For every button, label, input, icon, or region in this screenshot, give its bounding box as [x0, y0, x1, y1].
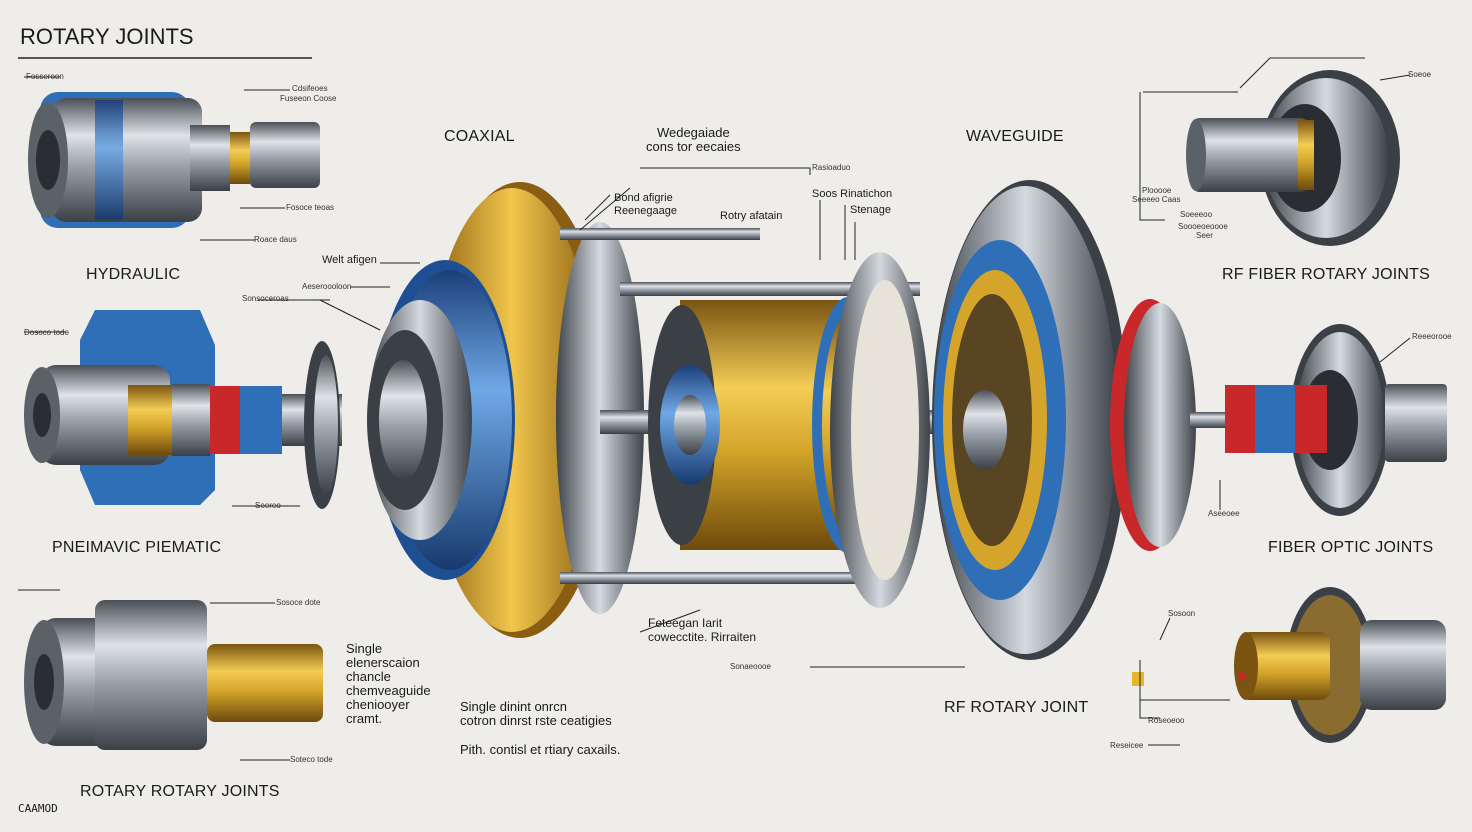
tiny-label: Soteco tode: [290, 755, 333, 764]
callout-feteegan: Feteegan Iarit cowecctite. Rirraiten: [648, 616, 757, 644]
tiny-label: Sonaeoooe: [730, 662, 771, 671]
tiny-label: Soeeeoo: [1180, 210, 1213, 219]
tiny-label: Seereo: [255, 501, 281, 510]
tiny-label: Sosoce dote: [276, 598, 321, 607]
page-title: ROTARY JOINTS: [20, 24, 194, 49]
label-rotary-rotary-joints: ROTARY ROTARY JOINTS: [80, 783, 280, 800]
callout-single-center: Single dinint onrcn cotron dinrst rste c…: [460, 699, 612, 728]
tiny-label: Aseeoee: [1208, 509, 1240, 518]
label-rf-rotary-joint: RF ROTARY JOINT: [944, 699, 1089, 716]
label-coaxial: COAXIAL: [444, 128, 515, 145]
label-waveguide: WAVEGUIDE: [966, 128, 1064, 145]
tiny-label: Sonsoceroas: [242, 294, 289, 303]
label-hydraulic: HYDRAULIC: [86, 266, 181, 283]
fiber-optic-component: [1190, 324, 1447, 516]
callout-stenage: Stenage: [850, 204, 891, 216]
label-rf-fiber-rotary-joints: RF FIBER ROTARY JOINTS: [1222, 266, 1430, 283]
callout-pit: Pith. contisl et rtiary caxails.: [460, 742, 621, 757]
central-coaxial-assembly: [367, 180, 1196, 660]
label-fiber-optic-joints: FIBER OPTIC JOINTS: [1268, 539, 1434, 556]
tiny-label: Soooeoeoooe: [1178, 222, 1228, 231]
callout-wedegaide: Wedegaiade cons tor eecaies: [646, 125, 741, 154]
rf-rotary-component: [1132, 587, 1446, 743]
callout-rotary-joint: Rotry afatain: [720, 210, 783, 222]
watermark: CAAMOD: [18, 802, 58, 815]
tiny-label: Fuseeon Coose: [280, 94, 337, 103]
tiny-label: Seer: [1196, 231, 1213, 240]
tiny-label: Aeseroooloon: [302, 282, 352, 291]
tiny-label: Dosoco tode: [24, 328, 69, 337]
tiny-label: Soeoe: [1408, 70, 1432, 79]
callout-welt: Welt afigen: [322, 254, 377, 266]
tiny-label: Cdsifeoes: [292, 84, 328, 93]
tiny-label: Fosseroon: [26, 72, 64, 81]
tiny-label: Seeeeo Caas: [1132, 195, 1181, 204]
pneumatic-component: [24, 310, 342, 509]
label-pneumatic: PNEIMAVIC PIEMATIC: [52, 539, 222, 556]
tiny-label: Roace daus: [254, 235, 297, 244]
tiny-label: Fosoce teoas: [286, 203, 335, 212]
tiny-label: Reeeorooe: [1412, 332, 1452, 341]
rotary-component-bottom-left: [24, 600, 323, 750]
hydraulic-component: [28, 92, 320, 228]
rf-fiber-component: [1186, 70, 1400, 246]
tiny-label: Roseoeoo: [1148, 716, 1185, 725]
callout-single-left: Single elenerscaion chancle chemveaguide…: [346, 641, 431, 726]
tiny-label: Rasioaduo: [812, 163, 851, 172]
tiny-label: Sosoon: [1168, 609, 1196, 618]
leader-lines: [24, 57, 1411, 761]
callout-bond: Bond afigrie Reenegaage: [614, 192, 678, 217]
tiny-label: Reseicee: [1110, 741, 1144, 750]
tiny-label: Plooooe: [1142, 186, 1172, 195]
callout-soos: Soos Rinatichon: [812, 188, 893, 200]
